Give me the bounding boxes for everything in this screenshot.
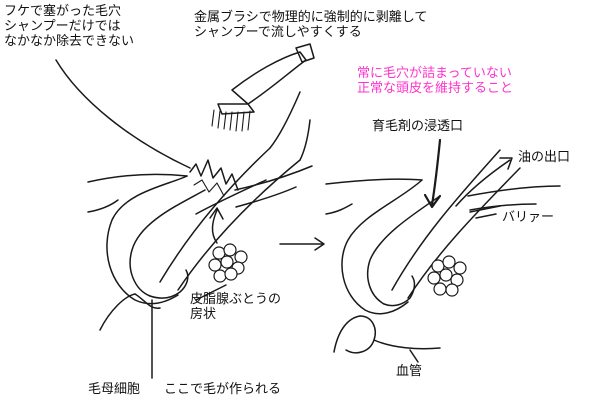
sebaceous-gland-label: 皮脂腺ぶとうの 房状 [190, 292, 281, 322]
matrix-cells-label: 毛母細胞 [88, 382, 141, 397]
hair-shaft-edge [407, 167, 521, 299]
healthy-follicle [325, 138, 561, 363]
sebaceous-gland-cluster [208, 243, 248, 283]
duct-line [195, 179, 267, 215]
oil-exit-label: 油の出口 [518, 150, 571, 165]
pointer-clogged-pore [55, 59, 191, 169]
clogged-follicle [87, 91, 313, 331]
clogged-pore-line-2: シャンプーだけでは [4, 19, 121, 34]
healthy-note-line-2: 正常な頭皮を維持すること [357, 81, 514, 96]
clogged-pore-label: フケで塞がった毛穴 シャンプーだけでは なかなか除去できない [4, 4, 134, 49]
follicle-wall-inner [366, 195, 441, 305]
skin-surface-line [325, 178, 423, 185]
dandruff-plug [193, 179, 225, 197]
clogged-pore-line-1: フケで塞がった毛穴 [4, 4, 122, 19]
tonic-entry-arrowhead [423, 193, 442, 209]
capillary-line [134, 293, 161, 309]
hair-shaft-edge [391, 149, 501, 291]
brush-handle [231, 51, 307, 105]
hair-shaft-tip [299, 119, 311, 161]
skin-surface-line [87, 173, 188, 183]
transition-arrow [279, 237, 325, 251]
capillary-line [99, 293, 136, 331]
follicle-wall-outer [106, 175, 188, 305]
hair-shaft-edge [177, 159, 301, 291]
tonic-entry-arrow [430, 138, 442, 207]
hair-shaft-edge [159, 147, 271, 283]
sebaceous-gland-line-2: 房状 [190, 307, 217, 322]
pointer-blood-vessel [409, 349, 419, 363]
capillary-line [373, 339, 441, 350]
healthy-note-line-1: 常に毛穴が詰まっていない [357, 66, 512, 81]
brush-bristles [211, 109, 251, 132]
capillary-line [333, 315, 361, 353]
oil-exit-arrow [455, 159, 511, 207]
follicle-wall-inner [129, 189, 206, 297]
skin-surface-line [467, 185, 561, 197]
clogged-pore-line-3: なかなか除去できない [4, 34, 135, 49]
tonic-entry-label: 育毛剤の浸透口 [372, 119, 464, 134]
skin-surface-line [469, 203, 537, 211]
hair-shaft-tip [269, 91, 301, 149]
capillary-loop [345, 315, 376, 354]
barrier-label: バリァー [502, 210, 555, 225]
follicle-wall-outer [341, 179, 423, 315]
oil-exit-arrowhead [499, 157, 513, 170]
healthy-scalp-note: 常に毛穴が詰まっていない 正常な頭皮を維持すること [357, 66, 513, 96]
skin-surface-line [325, 203, 353, 215]
brush-head [217, 103, 255, 115]
sebaceous-gland-line-1: 皮脂腺ぶとうの [190, 292, 282, 307]
skin-surface-line [235, 186, 297, 208]
brush-note-label: 金属ブラシで物理的に強制的に剥離して シャンプーで流しやすくする [194, 10, 427, 40]
skin-surface-line [234, 165, 313, 191]
dermal-papilla [383, 275, 416, 307]
barrier-mark [475, 213, 497, 219]
sebaceous-gland-cluster [427, 255, 467, 297]
barrier-mark [469, 205, 501, 213]
blood-vessel-label: 血管 [396, 364, 423, 379]
brush-handle-tip [295, 43, 315, 63]
hair-made-here-label: ここで毛が作られる [164, 382, 282, 397]
dandruff-plug [189, 159, 239, 191]
brush-note-line-1: 金属ブラシで物理的に強制的に剥離して [194, 10, 428, 25]
skin-surface-line [87, 199, 119, 213]
brush-note-line-2: シャンプーで流しやすくする [194, 25, 362, 40]
sebum-flow-arrow [211, 209, 218, 244]
sebum-flow-arrowhead [209, 207, 224, 220]
metal-brush [211, 43, 315, 132]
pointer-sebaceous-gland [195, 284, 227, 301]
